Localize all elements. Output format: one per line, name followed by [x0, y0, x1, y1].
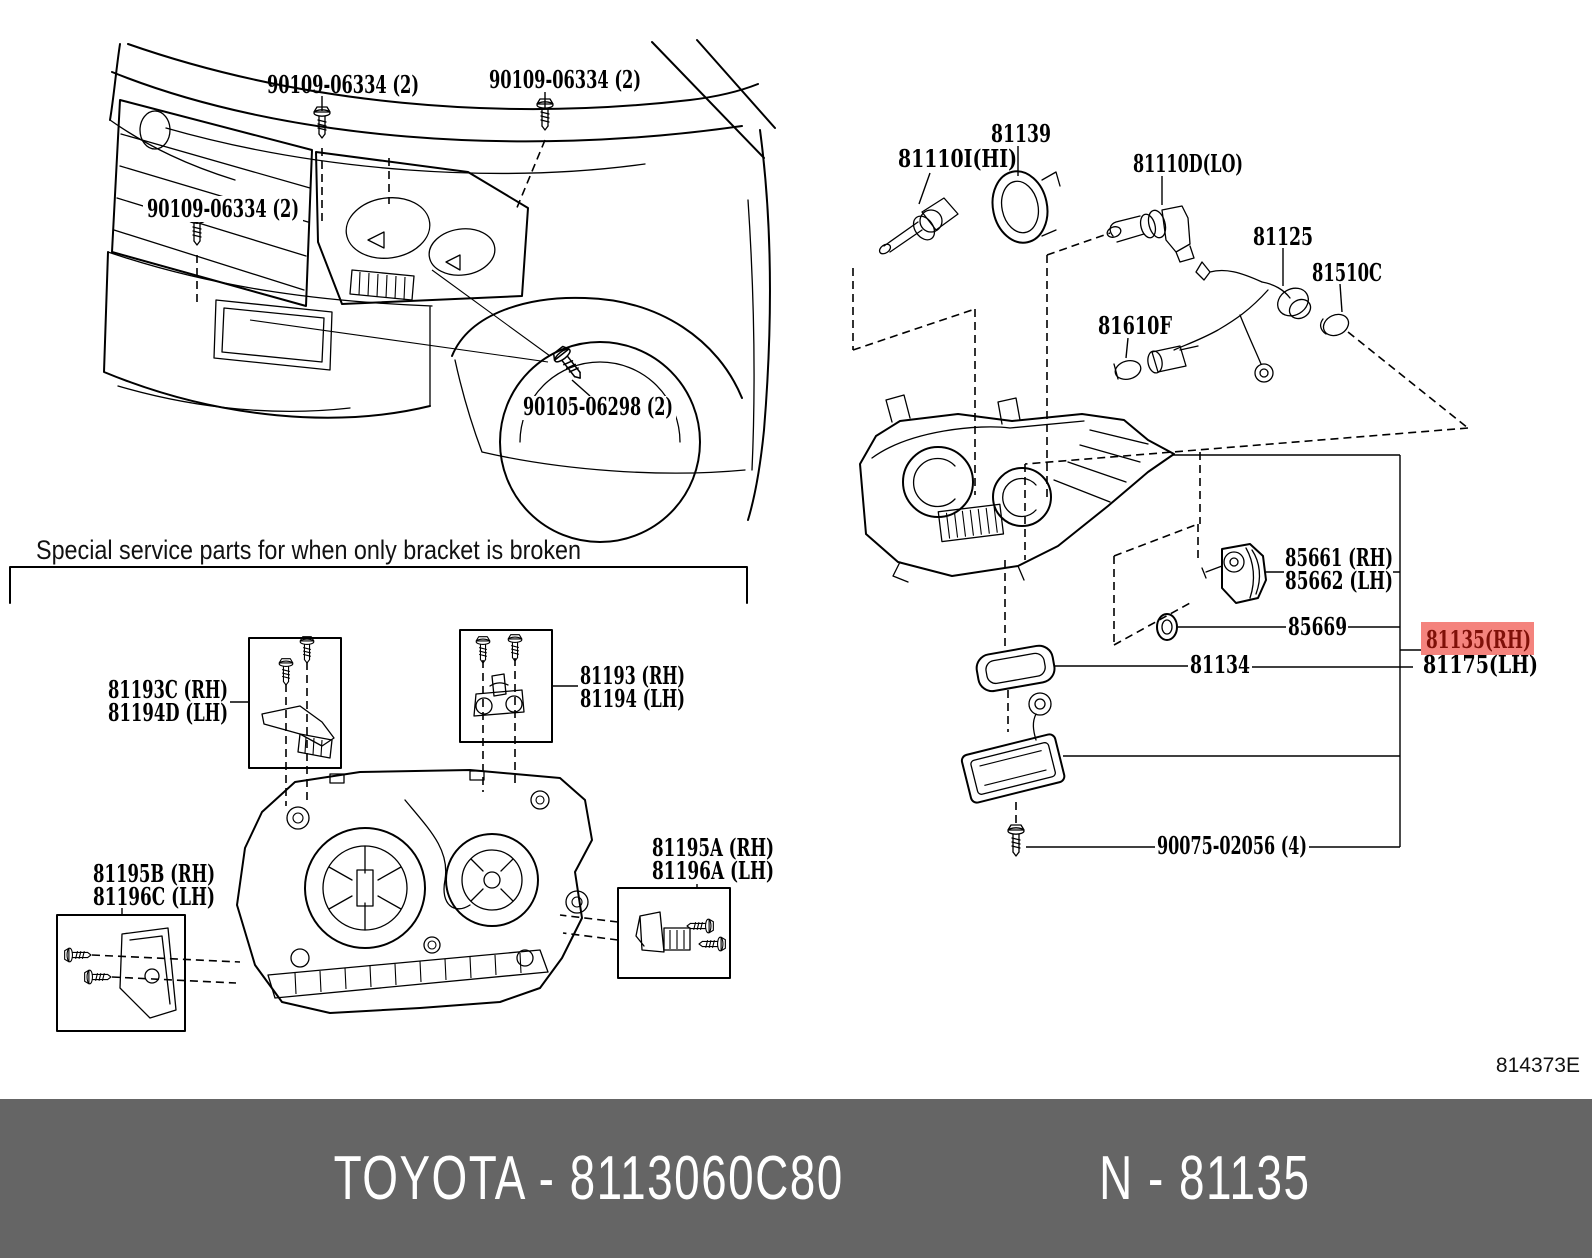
- section-bracket: [9, 566, 748, 604]
- figure-code: 814373E: [1496, 1054, 1580, 1077]
- signal-bulb: [1319, 313, 1350, 337]
- ballast-unit: [960, 692, 1066, 804]
- highlight-box: [1421, 622, 1534, 655]
- part-label-mount-screw: 90075-02056 (4): [1157, 831, 1307, 860]
- hi-beam-bulb: [878, 197, 959, 255]
- part-label-hi-beam: 81110I(HI): [898, 144, 1017, 173]
- part-label-adjuster-lh: 85662 (LH): [1285, 566, 1393, 595]
- part-label-clearance-bulb: 81610F: [1098, 311, 1172, 340]
- part-label-signal-bulb: 81510C: [1312, 258, 1382, 287]
- toyota-emblem: [139, 110, 171, 150]
- part-label-grille-bolt-3: 90109-06334 (2): [147, 194, 299, 223]
- part-label-grille-bolt-2: 90109-06334 (2): [489, 65, 641, 94]
- headlamp-on-vehicle: [315, 151, 529, 305]
- inset-box-bracket-d: [617, 887, 731, 979]
- part-label-grommet: 85669: [1288, 612, 1347, 641]
- lo-beam-bulb: [1106, 205, 1195, 263]
- inset-box-bracket-b: [459, 629, 553, 743]
- bulb-retainer-ring: [991, 170, 1061, 244]
- inset-box-bracket-c: [56, 914, 186, 1032]
- grille-screw-1: [313, 106, 331, 139]
- gasket: [975, 644, 1056, 693]
- vehicle-front-sketch: 90109-06334 (2) 90109-06334 (2) 90109-06…: [103, 39, 776, 543]
- clearance-bulb: [1113, 345, 1199, 380]
- wheel-arch: [451, 296, 743, 399]
- banner-part-number: N - 81135: [1098, 1144, 1311, 1213]
- grommet: [1156, 613, 1178, 641]
- tire: [499, 341, 701, 543]
- part-label-retainer: 81139: [991, 119, 1051, 148]
- part-label-bracket-d-rh: 81195A (RH): [652, 833, 774, 862]
- part-label-bracket-a-rh: 81193C (RH): [108, 675, 228, 704]
- headlamp-exploded-view: 81110I(HI) 81139 81110D(LO): [852, 119, 1538, 860]
- parts-diagram: 90109-06334 (2) 90109-06334 (2) 90109-06…: [9, 39, 1580, 1077]
- part-label-bracket-b-lh: 81194 (LH): [580, 684, 685, 713]
- inset-box-bracket-a: [248, 637, 342, 769]
- grille: [111, 99, 313, 307]
- mount-screw: [1007, 824, 1025, 857]
- section-heading: Special service parts for when only brac…: [36, 535, 581, 565]
- license-plate: [213, 299, 333, 371]
- footer-banner: TOYOTA - 8113060C80 N - 81135: [0, 1099, 1592, 1258]
- headlamp-rear-view: [236, 769, 593, 1014]
- part-label-unit-lh: 81175(LH): [1423, 650, 1538, 679]
- headlamp-cord: [1173, 261, 1312, 383]
- part-label-bracket-d-lh: 81196A (LH): [652, 856, 774, 885]
- part-label-bumper-bolt: 90105-06298 (2): [523, 392, 673, 421]
- part-label-bracket-c-rh: 81195B (RH): [93, 859, 215, 888]
- headlamp-unit: [859, 394, 1175, 583]
- part-label-gasket: 81134: [1190, 650, 1250, 679]
- part-label-unit-rh: 81135(RH): [1426, 625, 1531, 654]
- aiming-adjuster: [1201, 543, 1267, 604]
- special-service-section: Special service parts for when only brac…: [9, 535, 774, 1032]
- part-label-adjuster-rh: 85661 (RH): [1285, 543, 1393, 572]
- part-label-bracket-c-lh: 81196C (LH): [93, 882, 215, 911]
- part-label-bracket-a-lh: 81194D (LH): [108, 698, 228, 727]
- part-label-grille-bolt-1: 90109-06334 (2): [267, 70, 419, 99]
- part-label-cord: 81125: [1253, 222, 1313, 251]
- part-label-bracket-b-rh: 81193 (RH): [580, 661, 685, 690]
- banner-part-code: TOYOTA - 8113060C80: [334, 1144, 845, 1213]
- part-label-lo-beam: 81110D(LO): [1133, 149, 1243, 178]
